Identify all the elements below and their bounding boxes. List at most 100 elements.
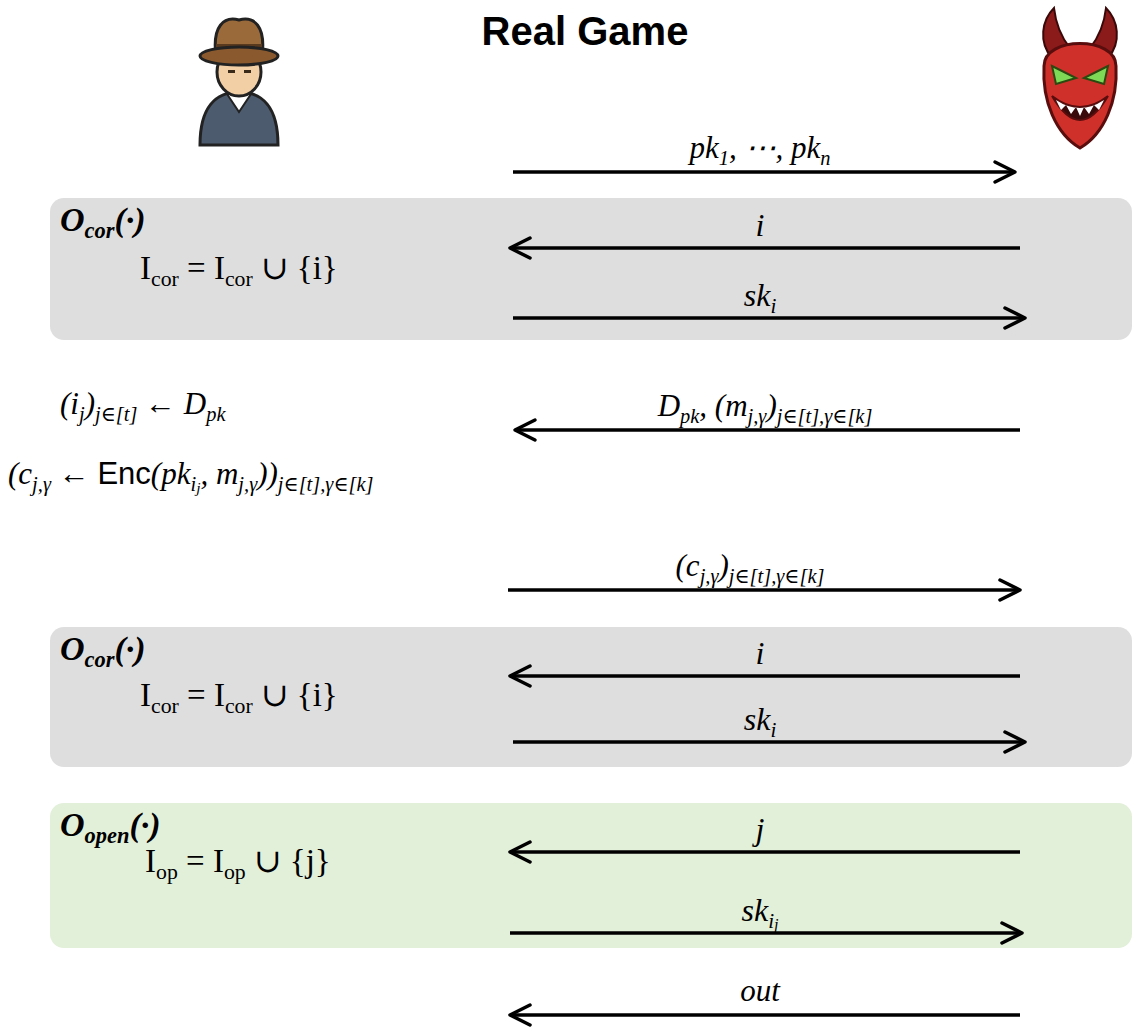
text-run: ) [85,386,95,421]
arrow-shaft [510,1013,1020,1017]
text-run: Real Game [482,9,689,53]
set-update: Icor = Icor ∪ {i} [140,677,338,715]
sub-run: i [768,909,774,933]
text-run: (pk [151,456,191,491]
text-run: (·) [129,806,160,843]
text-run: ∪ {i} [253,677,338,713]
text-run: j [756,811,765,847]
sub-run: cor [151,267,179,291]
subsub-run: j [196,479,200,496]
adversary-icon [1043,8,1117,148]
sub-run: i [190,473,196,495]
text-run: (·) [114,630,145,667]
sub-run: j [79,403,85,425]
sub-run: op [224,860,246,884]
message-label: i [756,207,765,244]
text-run: = I [179,677,225,713]
sub-run: cor [85,647,115,672]
set-update: Iop = Iop ∪ {j} [145,843,331,881]
text-run: I [145,843,156,879]
text-run: = I [178,843,224,879]
message-label: out [740,973,780,1009]
text-run: ∪ {j} [246,843,331,879]
arrow-head [1000,580,1020,600]
arrow-head [995,162,1015,182]
sub-run: j∈[t],γ∈[k] [729,565,825,587]
challenger-icon [200,19,278,145]
arrow-shaft [515,428,1020,432]
subsub-run: j [774,916,778,933]
collar [227,94,251,112]
computation-step: (ij)j∈[t] ← Dpk [60,386,226,422]
oracle-band: Ocor(·)Icor = Icor ∪ {i}iski [50,627,1132,767]
face [217,48,261,96]
sub-run: i [770,294,776,318]
sub-run: n [820,147,830,169]
text-run: (·) [114,201,145,238]
hat-band [216,44,262,52]
text-run: out [740,973,780,1008]
game-title: Real Game [482,8,689,54]
arrow-shaft [513,170,1015,174]
message-label: pk1, ⋯, pkn [690,130,831,166]
text-run: (c [8,456,32,491]
sub-run: cor [225,267,253,291]
sub-run: j∈[t],γ∈[k] [777,405,873,427]
text-run: , (m [699,388,747,423]
text-run: ) [766,388,776,423]
text-run: I [140,677,151,713]
horn [1090,8,1117,58]
arrow-head [515,420,535,440]
sub-run: j,γ [700,565,719,587]
message-label: i [756,635,765,672]
text-run: i [756,207,765,243]
hat-brim [200,47,278,65]
sub-run: open [85,823,130,848]
teeth [1056,100,1104,116]
sub-run: cor [151,694,179,718]
sub-run: j,γ [748,405,767,427]
sub-run: pk [680,405,699,427]
text-run: O [60,806,85,843]
up-run: Enc [97,456,150,491]
computation-step: (cj,γ ← Enc(pkij, mj,γ))j∈[t],γ∈[k] [8,456,374,492]
horn [1043,8,1070,58]
text-run: O [60,201,85,238]
hat-crown [215,19,263,56]
text-run: pk [690,130,719,165]
text-run: i [756,635,765,671]
sub-run: j∈[t] [95,403,137,425]
oracle-name: Ocor(·) [60,629,146,668]
eye [228,70,235,73]
sub-run: cor [85,218,115,243]
message-label: (cj,γ)j∈[t],γ∈[k] [676,548,825,584]
text-run: ) [718,548,728,583]
text-run: , ⋯, pk [729,130,820,165]
text-run: (i [60,386,79,421]
oracle-band: Ocor(·)Icor = Icor ∪ {i}iski [50,198,1132,340]
sub-run: pk [206,403,225,425]
sub-run: op [156,860,178,884]
sub-run: cor [225,694,253,718]
text-run: (c [676,548,700,583]
text-run: )) [257,456,278,491]
oracle-name: Ocor(·) [60,200,146,239]
message-label: Dpk, (mj,γ)j∈[t],γ∈[k] [658,388,873,424]
text-run: ← D [137,386,206,421]
text-run: D [658,388,680,423]
text-run: , m [200,456,238,491]
text-run: sk [744,277,771,313]
sub-run: i [770,718,776,742]
text-run: ← [51,456,98,491]
oracle-name: Oopen(·) [60,805,161,844]
sub-run: j,γ [238,473,257,495]
mouth [1052,96,1108,120]
message-label: skij [742,892,779,929]
text-run: sk [744,701,771,737]
sub-run: j∈[t],γ∈[k] [278,473,374,495]
eye [244,70,251,73]
set-update: Icor = Icor ∪ {i} [140,250,338,288]
arrow-head [510,1005,530,1025]
eye [1084,66,1108,84]
